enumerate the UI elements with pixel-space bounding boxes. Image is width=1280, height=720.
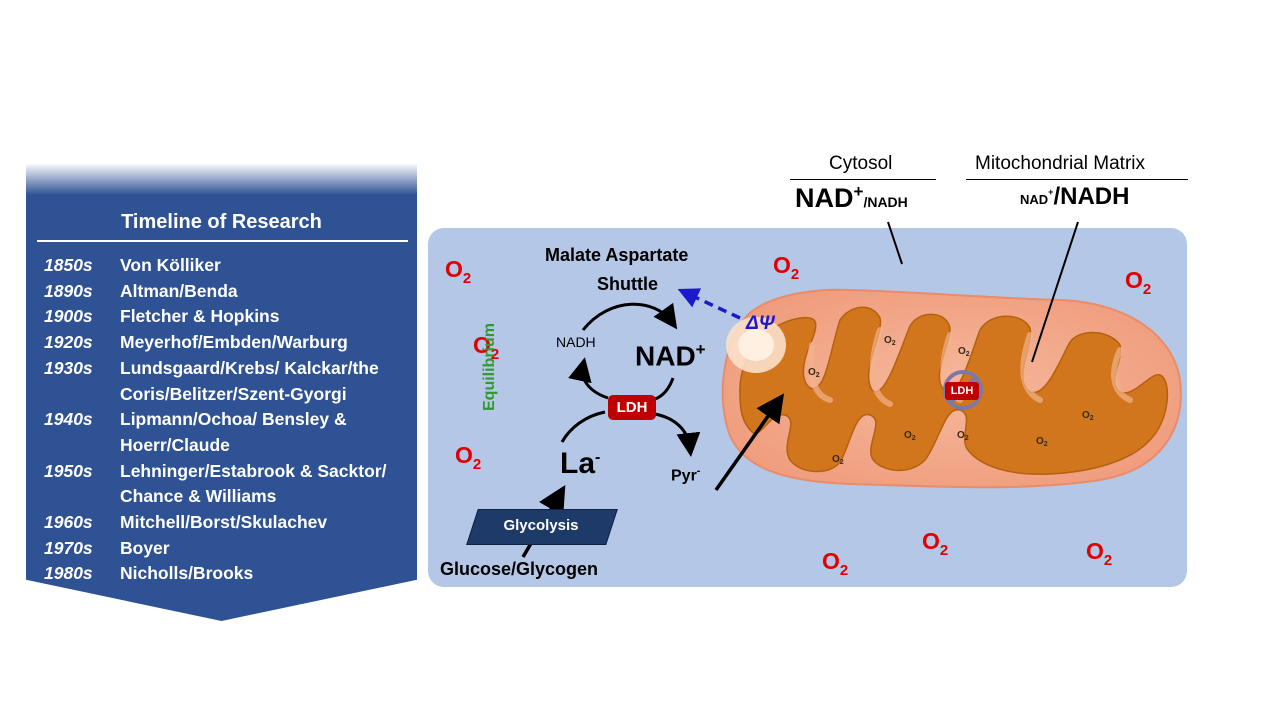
nadh-label: NADH xyxy=(556,334,596,350)
oxygen-label: O2 xyxy=(1125,267,1152,298)
timeline-year: 1900s xyxy=(44,306,93,327)
lactate-to-ldh-arrow xyxy=(560,410,606,443)
pyruvate-text: Pyr xyxy=(671,467,697,485)
lactate-charge: - xyxy=(595,449,601,466)
cytosol-nadh-text: /NADH xyxy=(863,194,908,210)
oxygen-label: O2 xyxy=(922,528,949,559)
shuttle-arrow xyxy=(677,288,741,320)
matrix-header-rule xyxy=(966,179,1188,180)
lactate-text: La xyxy=(560,447,596,480)
nad-plus-label: NAD+ xyxy=(635,340,706,372)
matrix-oxygen-label: O2 xyxy=(1036,436,1048,448)
timeline-fade xyxy=(26,163,417,195)
ldh-to-pyruvate-arrow xyxy=(654,412,701,457)
timeline-names: Boyer xyxy=(120,537,170,558)
pyruvate-transport-arrow xyxy=(714,393,785,492)
timeline-names: Fletcher & Hopkins xyxy=(120,306,280,327)
timeline-year: 1890s xyxy=(44,280,93,301)
cytosol-pointer xyxy=(887,221,903,265)
shuttle-label-line1: Malate Aspartate xyxy=(545,245,689,265)
matrix-oxygen-label: O2 xyxy=(808,367,820,379)
matrix-nadh-text: /NADH xyxy=(1053,183,1130,210)
pyruvate-label: Pyr- xyxy=(671,465,700,485)
cytosol-header-rule xyxy=(790,179,936,180)
timeline-names: Meyerhof/Embden/Warburg xyxy=(120,332,348,353)
oxygen-label: O2 xyxy=(822,548,849,579)
timeline-names: Nicholls/Brooks xyxy=(120,563,254,584)
shuttle-label-line2: Shuttle xyxy=(597,274,658,294)
timeline-panel: Timeline of Research 1850s Von Kölliker 1… xyxy=(26,163,417,621)
oxygen-label: O2 xyxy=(1086,538,1113,569)
timeline-names: Lehninger/Estabrook & Sacktor/ Chance & … xyxy=(120,460,387,507)
timeline-entry: 1950s Lehninger/Estabrook & Sacktor/ Chan… xyxy=(26,459,417,510)
nadh-to-nad-arrow xyxy=(581,302,678,331)
cytosol-nad-text: NAD xyxy=(795,183,854,213)
timeline-entry: 1900s Fletcher & Hopkins xyxy=(26,304,417,330)
timeline-list: 1850s Von Kölliker 1890s Altman/Benda 1900… xyxy=(26,253,417,587)
ldh-to-nadh-arrow xyxy=(568,357,609,400)
timeline-names: Lundsgaard/Krebs/ Kalckar/the Coris/Beli… xyxy=(120,357,379,404)
pyruvate-charge: - xyxy=(696,465,701,477)
matrix-nad-text: NAD xyxy=(1020,192,1049,207)
glucose-glycogen-label: Glucose/Glycogen xyxy=(440,559,599,579)
timeline-year: 1920s xyxy=(44,332,93,353)
timeline-entry: 1980s Nicholls/Brooks xyxy=(26,561,417,587)
matrix-oxygen-label: O2 xyxy=(958,346,970,358)
oxygen-label: O2 xyxy=(773,252,800,283)
timeline-names: Von Kölliker xyxy=(120,255,221,275)
timeline-entry: 1970s Boyer xyxy=(26,536,417,562)
matrix-oxygen-label: O2 xyxy=(1082,410,1094,422)
timeline-title: Timeline of Research xyxy=(121,211,322,233)
timeline-entry: 1930s Lundsgaard/Krebs/ Kalckar/the Coris… xyxy=(26,356,417,407)
glycolysis-label: Glycolysis xyxy=(503,517,579,534)
timeline-year: 1940s xyxy=(44,409,93,430)
matrix-oxygen-label: O2 xyxy=(832,454,844,466)
cytosol-ratio: NAD+/NADH xyxy=(795,182,908,214)
timeline-year: 1980s xyxy=(44,563,93,584)
matrix-ratio: NAD+/NADH xyxy=(1020,183,1129,211)
matrix-pointer xyxy=(1031,221,1079,363)
timeline-names: Altman/Benda xyxy=(120,280,238,301)
glycolysis-box: Glycolysis xyxy=(466,509,618,545)
timeline-year: 1930s xyxy=(44,357,93,378)
matrix-oxygen-label: O2 xyxy=(904,430,916,442)
equilibrium-label: Equilibrium xyxy=(481,323,498,411)
nad-text: NAD xyxy=(635,340,696,372)
matrix-header: Mitochondrial Matrix xyxy=(975,153,1145,174)
oxygen-label: O2 xyxy=(455,442,482,473)
timeline-year: 1850s xyxy=(44,255,93,275)
nad-plus-sign: + xyxy=(695,340,706,359)
timeline-entry: 1850s Von Kölliker xyxy=(26,253,417,279)
oxygen-label: O2 xyxy=(473,332,500,363)
timeline-year: 1960s xyxy=(44,512,93,533)
timeline-entry: 1920s Meyerhof/Embden/Warburg xyxy=(26,330,417,356)
cytosol-header: Cytosol xyxy=(829,153,893,174)
timeline-year: 1970s xyxy=(44,537,93,558)
matrix-ldh-label: LDH xyxy=(945,382,979,400)
timeline-year: 1950s xyxy=(44,460,93,481)
cytosol-nad-plus: + xyxy=(853,182,864,201)
lactate-label: La- xyxy=(560,447,600,481)
matrix-oxygen-label: O2 xyxy=(884,335,896,347)
timeline-names: Mitchell/Borst/Skulachev xyxy=(120,512,328,533)
membrane-potential-label: ΔΨ xyxy=(746,313,775,334)
timeline-entry: 1890s Altman/Benda xyxy=(26,279,417,305)
timeline-entry: 1960s Mitchell/Borst/Skulachev xyxy=(26,510,417,536)
matrix-nad-plus: + xyxy=(1048,187,1054,197)
timeline-entry: 1940s Lipmann/Ochoa/ Bensley & Hoerr/Clau… xyxy=(26,407,417,458)
ldh-enzyme-label: LDH xyxy=(608,395,656,420)
matrix-oxygen-label: O2 xyxy=(957,430,969,442)
oxygen-label: O2 xyxy=(445,256,472,287)
timeline-divider xyxy=(37,240,408,242)
timeline-names: Lipmann/Ochoa/ Bensley & Hoerr/Claude xyxy=(120,409,347,455)
